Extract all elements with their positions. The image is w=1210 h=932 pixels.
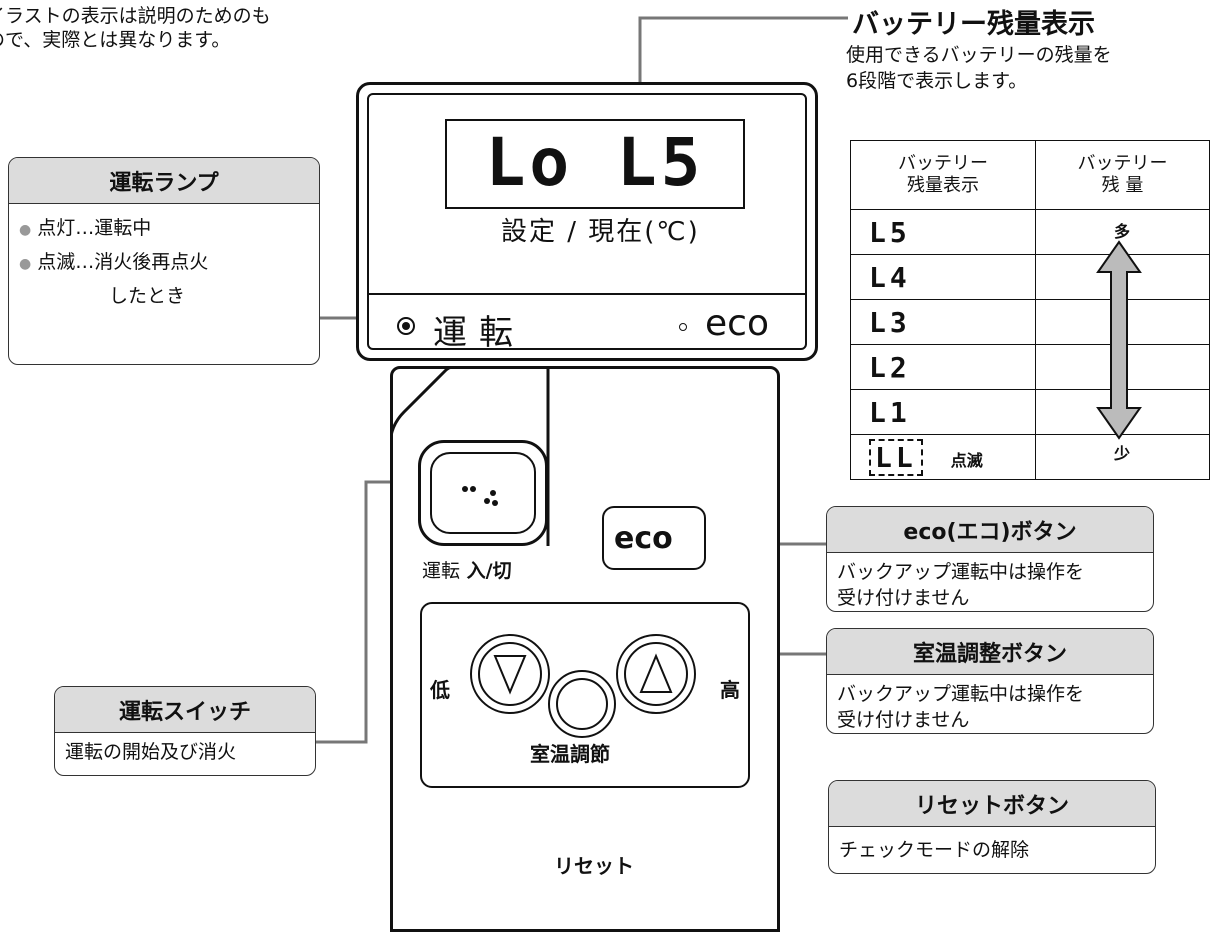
lcd-text: Lo L5 — [485, 124, 705, 201]
temp-adjust-label: 室温調節 — [530, 742, 610, 766]
run-lamp-item-blink-cont: したとき — [109, 285, 186, 307]
battery-row-l3: L3 — [849, 299, 1037, 345]
triangle-down-icon — [493, 655, 527, 695]
display-panel-inner: Lo L5 設定 / 現在(℃) 運転 eco — [367, 93, 807, 353]
eco-lamp-icon — [679, 323, 687, 331]
battery-blink-label: 点滅 — [950, 450, 983, 470]
panel-divider — [369, 293, 805, 295]
lcd-screen: Lo L5 — [445, 119, 745, 209]
power-button[interactable] — [418, 440, 548, 546]
triangle-up-icon — [639, 653, 673, 693]
battery-row-l5: L5 — [849, 209, 1037, 255]
run-lamp-item-blink: ● 点滅…消火後再点火 — [19, 251, 209, 273]
temp-up-button[interactable] — [616, 634, 696, 714]
reset-callout-body: チェックモードの解除 — [839, 839, 1030, 861]
reset-button[interactable] — [548, 670, 616, 738]
reset-callout-title: リセットボタン — [829, 781, 1155, 827]
eco-callout-title: eco(エコ)ボタン — [827, 507, 1153, 553]
eco-callout-body: バックアップ運転中は操作を 受け付けません — [837, 561, 1085, 609]
battery-row-l4: L4 — [849, 254, 1037, 300]
battery-table-header-display: バッテリー 残量表示 — [849, 140, 1037, 210]
temp-callout-title: 室温調整ボタン — [827, 629, 1153, 675]
temperature-adjust-panel — [420, 602, 750, 788]
battery-table: バッテリー 残量表示 バッテリー 残 量 L5 L4 L3 L2 L1 LL 点滅 — [849, 140, 1210, 480]
double-arrow-icon — [1096, 240, 1142, 440]
run-lamp-item-on: ● 点灯…運転中 — [19, 217, 152, 239]
temp-callout: 室温調整ボタン バックアップ運転中は操作を 受け付けません — [826, 628, 1154, 734]
temp-down-button[interactable] — [470, 634, 550, 714]
battery-row-ll: LL 点滅 — [849, 434, 1037, 480]
battery-ll-segment: LL — [869, 438, 923, 476]
temp-low-label: 低 — [430, 678, 450, 702]
run-switch-callout-body: 運転の開始及び消火 — [65, 741, 237, 763]
battery-few-label: 少 — [1114, 444, 1131, 463]
run-switch-callout: 運転スイッチ 運転の開始及び消火 — [54, 686, 316, 776]
battery-table-header-remaining: バッテリー 残 量 — [1035, 140, 1210, 210]
eco-callout: eco(エコ)ボタン バックアップ運転中は操作を 受け付けません — [826, 506, 1154, 612]
run-lamp-callout-title: 運転ランプ — [9, 158, 319, 204]
run-lamp-icon — [397, 317, 415, 335]
illustration-note: イラストの表示は説明のためのも ので、実際とは異なります。 — [0, 5, 271, 51]
run-label: 運転 — [433, 313, 525, 353]
battery-many-label: 多 — [1114, 222, 1131, 241]
temp-high-label: 高 — [720, 678, 740, 702]
set-current-label: 設定 / 現在(℃) — [501, 217, 700, 247]
eco-label: eco — [705, 303, 769, 344]
power-panel-outline — [390, 366, 550, 546]
power-button-label: 運転 入/切 — [422, 560, 512, 582]
reset-label: リセット — [554, 854, 634, 878]
reset-callout: リセットボタン チェックモードの解除 — [828, 780, 1156, 874]
display-panel: Lo L5 設定 / 現在(℃) 運転 eco — [356, 82, 818, 361]
eco-button[interactable]: eco — [602, 506, 706, 570]
battery-row-l2: L2 — [849, 344, 1037, 390]
run-lamp-callout: 運転ランプ ● 点灯…運転中 ● 点滅…消火後再点火 したとき — [8, 157, 320, 365]
battery-indicator-description: 使用できるバッテリーの残量を 6段階で表示します。 — [846, 44, 1112, 92]
battery-indicator-title: バッテリー残量表示 — [852, 9, 1095, 40]
run-switch-callout-title: 運転スイッチ — [55, 687, 315, 733]
battery-row-l1: L1 — [849, 389, 1037, 435]
flame-dots-icon — [462, 486, 498, 506]
temp-callout-body: バックアップ運転中は操作を 受け付けません — [837, 683, 1085, 731]
